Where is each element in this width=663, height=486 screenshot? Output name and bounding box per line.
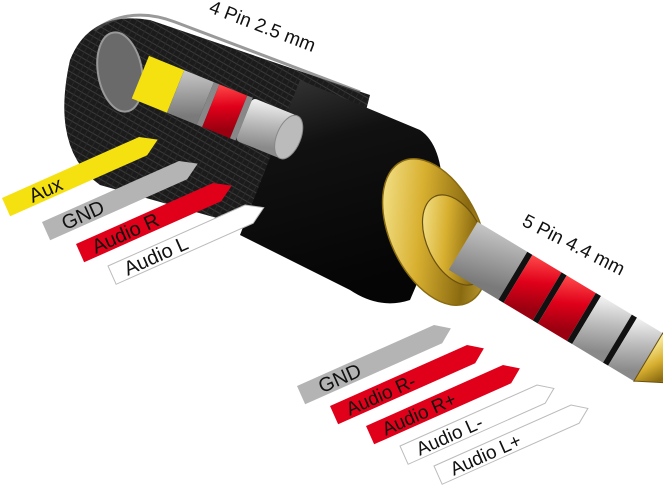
jack-contact-gnd (166, 70, 214, 125)
svg-text:GND: GND (315, 360, 365, 398)
jack-contact-audio-r (202, 84, 248, 139)
jack-contact-aux (131, 55, 185, 113)
plug-contact-gnd (448, 221, 528, 300)
plug-contact-audio-l-plus (608, 317, 663, 382)
right-pin-labels: GND Audio R- Audio R+ Audio L- Audio L+ (297, 324, 589, 485)
plug-contact-audio-l-minus (572, 296, 632, 363)
plug-contact-audio-r-plus (537, 275, 596, 341)
svg-text:GND: GND (58, 197, 108, 235)
jack-2-5mm-cutaway (96, 31, 304, 160)
plug-tip-gold (633, 332, 663, 384)
plug-4-4mm (448, 221, 663, 384)
left-pin-labels: Aux GND Audio R Audio L (2, 136, 265, 285)
plug-contact-audio-r-minus (503, 254, 562, 321)
